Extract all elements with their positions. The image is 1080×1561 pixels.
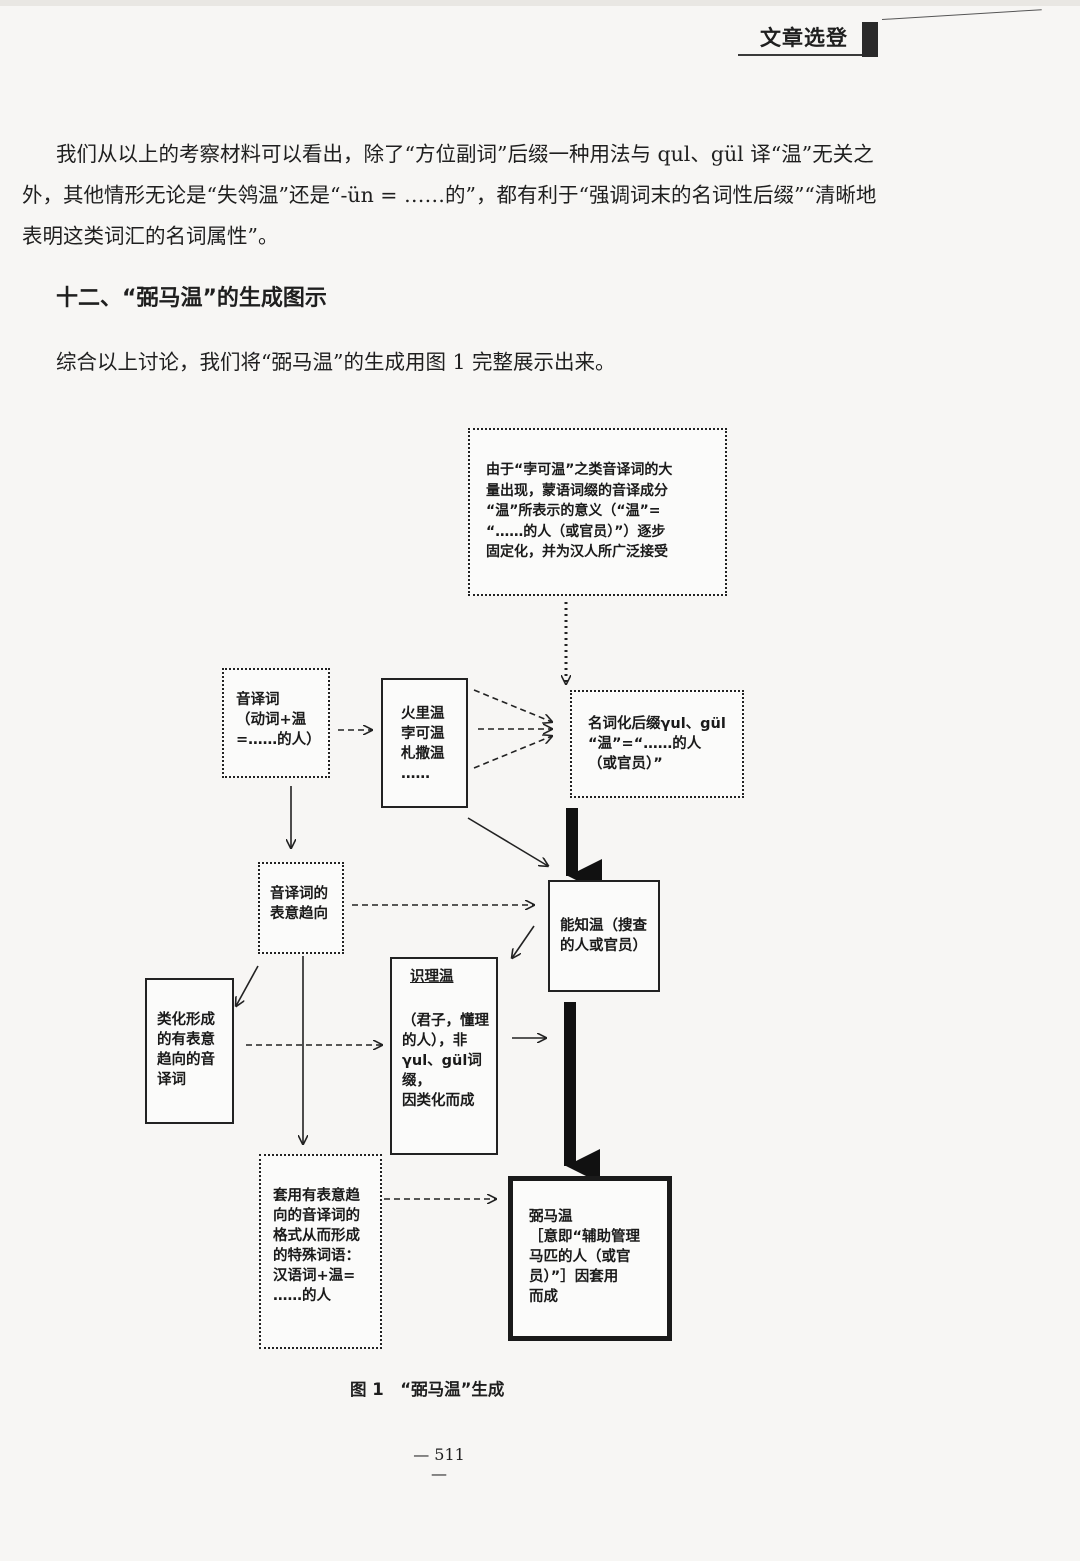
section-heading: 十二、“弼马温”的生成图示	[56, 286, 327, 311]
arrow-nengzhi-to-shili	[512, 925, 535, 958]
figure-caption: 图 1 “弼马温”生成	[350, 1380, 505, 1399]
box-nengzhiwen: 能知温（搜查 的人或官员）	[548, 880, 660, 992]
box-analogical-words-text: 类化形成 的有表意 趋向的音 译词	[157, 1012, 215, 1088]
box-shiliwen: 识理温 （君子，懂理 的人），非 γul、gül词缀， 因类化而成	[390, 957, 498, 1155]
box-shiliwen-body: （君子，懂理 的人），非 γul、gül词缀， 因类化而成	[402, 1013, 489, 1109]
box-examples: 火里温 孛可温 札撒温 ……	[381, 678, 468, 808]
arrow-trend-to-analog	[236, 965, 259, 1006]
box-top-explanation-text: 由于“孛可温”之类音译词的大 量出现，蒙语词缀的音译成分 “温”所表示的意义（“…	[486, 462, 673, 560]
box-shiliwen-title: 识理温	[410, 969, 454, 985]
box-nominal-suffix: 名词化后缀γul、gül “温”=“……的人 （或官员）”	[570, 690, 744, 798]
box-borrowed-pattern: 套用有表意趋 向的音译词的 格式从而形成 的特殊词语： 汉语词+温= ……的人	[259, 1154, 382, 1349]
box-transliteration-word: 音译词 （动词+温 =……的人）	[222, 668, 330, 778]
box-analogical-words: 类化形成 的有表意 趋向的音 译词	[145, 978, 234, 1124]
body-paragraph-text: 我们从以上的考察材料可以看出，除了“方位副词”后缀一种用法与 qul、gül 译…	[22, 142, 877, 248]
header-rule	[738, 54, 864, 56]
page-top-edge	[0, 0, 1080, 6]
arrow-examples-to-suffix-1	[473, 689, 552, 722]
lead-sentence: 综合以上讨论，我们将“弼马温”的生成用图 1 完整展示出来。	[56, 350, 616, 374]
body-paragraph: 我们从以上的考察材料可以看出，除了“方位副词”后缀一种用法与 qul、gül 译…	[22, 134, 892, 257]
box-bimawen: 弼马温 ［意即“辅助管理 马匹的人（或官 员）”］因套用 而成	[508, 1176, 672, 1341]
arrow-examples-to-nengzhi	[467, 817, 548, 866]
box-borrowed-pattern-text: 套用有表意趋 向的音译词的 格式从而形成 的特殊词语： 汉语词+温= ……的人	[273, 1188, 360, 1304]
box-nominal-suffix-text: 名词化后缀γul、gül “温”=“……的人 （或官员）”	[588, 716, 726, 772]
box-semantic-trend: 音译词的 表意趋向	[258, 862, 344, 954]
box-examples-text: 火里温 孛可温 札撒温 ……	[401, 706, 445, 782]
box-top-explanation: 由于“孛可温”之类音译词的大 量出现，蒙语词缀的音译成分 “温”所表示的意义（“…	[468, 428, 727, 596]
box-transliteration-word-text: 音译词 （动词+温 =……的人）	[236, 692, 321, 748]
arrow-examples-to-suffix-3	[473, 736, 552, 769]
box-nengzhiwen-text: 能知温（搜查 的人或官员）	[560, 918, 647, 954]
page-number: — 511 —	[413, 1445, 465, 1483]
header-marker-block	[862, 22, 878, 57]
box-semantic-trend-text: 音译词的 表意趋向	[270, 886, 328, 922]
box-bimawen-text: 弼马温 ［意即“辅助管理 马匹的人（或官 员）”］因套用 而成	[529, 1209, 641, 1305]
running-header-label: 文章选登	[760, 26, 848, 50]
